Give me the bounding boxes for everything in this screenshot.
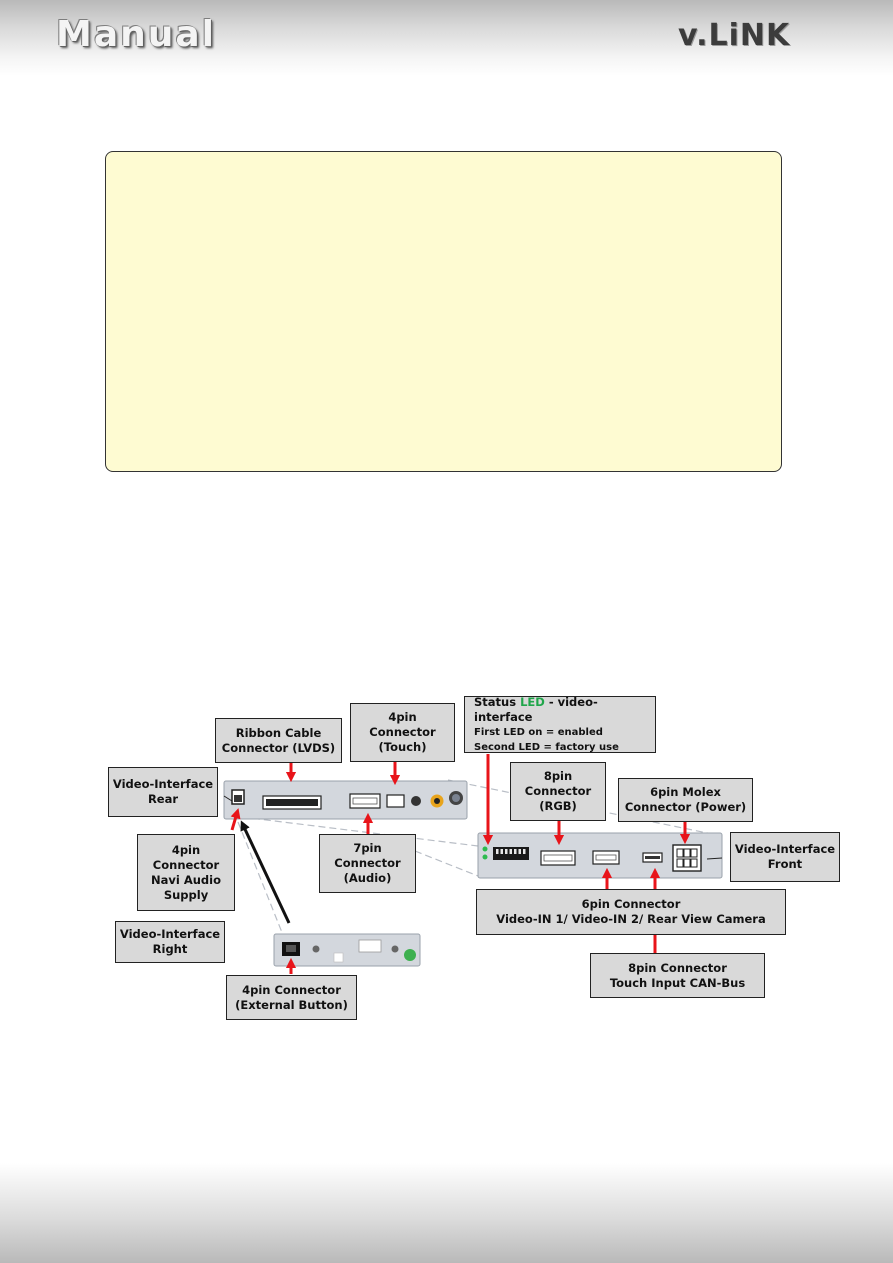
rear-interface-board — [223, 780, 468, 820]
video-interface-right-label: Video-Interface Right — [115, 921, 225, 963]
external-button-4pin-label: 4pin Connector (External Button) — [226, 975, 357, 1020]
ribbon-cable-label: Ribbon Cable Connector (LVDS) — [215, 718, 342, 763]
video-in-6pin-label: 6pin Connector Video-IN 1/ Video-IN 2/ R… — [476, 889, 786, 935]
audio-7pin-label: 7pin Connector (Audio) — [319, 834, 416, 893]
can-bus-8pin-label: 8pin Connector Touch Input CAN-Bus — [590, 953, 765, 998]
front-interface-board — [477, 832, 723, 879]
navi-audio-4pin-label: 4pin Connector Navi Audio Supply — [137, 834, 235, 911]
rgb-8pin-label: 8pin Connector (RGB) — [510, 762, 606, 821]
vlink-logo: v.LiNK — [678, 18, 791, 53]
video-interface-front-label: Video-Interface Front — [730, 832, 840, 882]
video-interface-rear-label: Video-Interface Rear — [108, 767, 218, 817]
manual-logo: Manual — [56, 14, 217, 55]
right-interface-board — [273, 933, 421, 967]
page-footer — [0, 1163, 893, 1263]
note-box — [105, 151, 782, 472]
status-led-label: Status LED - video-interface First LED o… — [464, 695, 656, 753]
dashed-guides — [237, 779, 723, 936]
touch-4pin-label: 4pin Connector (Touch) — [350, 703, 455, 762]
page-header: Manual v.LiNK — [0, 0, 893, 76]
molex-6pin-label: 6pin Molex Connector (Power) — [618, 778, 753, 822]
red-arrows — [230, 754, 691, 974]
